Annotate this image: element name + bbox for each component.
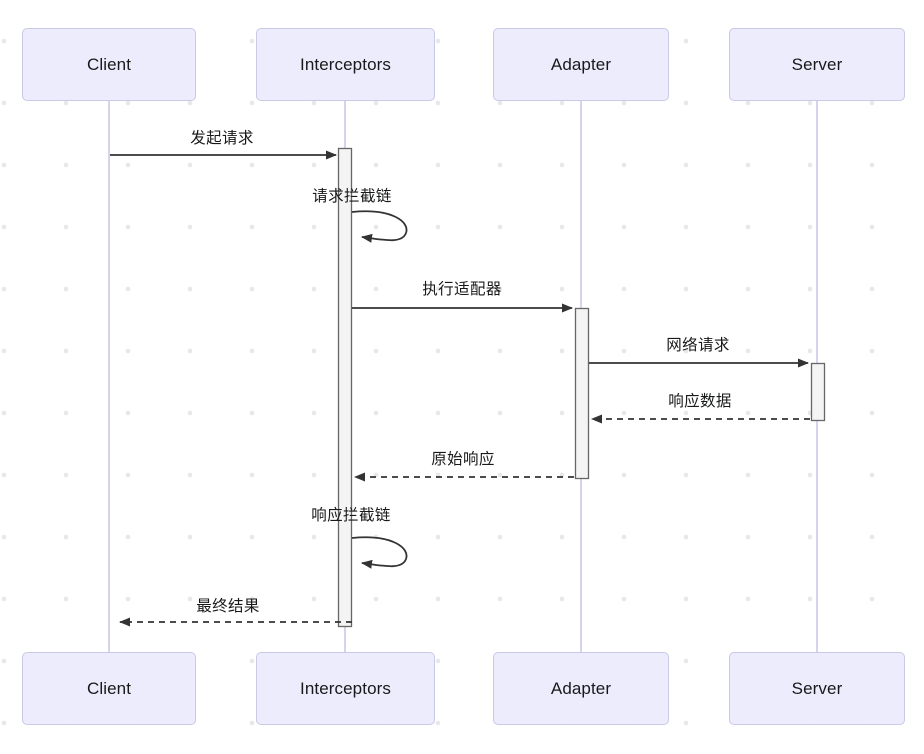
actor-label-server-top: Server	[791, 54, 843, 74]
activation-adapter	[574, 307, 590, 480]
actor-label-adapter-bottom: Adapter	[550, 678, 612, 698]
message-self-loop-响应拦截链	[351, 536, 408, 569]
actor-label-adapter-top: Adapter	[550, 54, 612, 74]
actor-box-adapter-top[interactable]: Adapter	[493, 28, 669, 101]
message-label-请求拦截链: 请求拦截链	[312, 188, 392, 205]
message-label-网络请求: 网络请求	[666, 337, 730, 354]
actor-label-server-bottom: Server	[791, 678, 843, 698]
actor-box-interceptors-top[interactable]: Interceptors	[256, 28, 435, 101]
message-label-最终结果: 最终结果	[196, 598, 260, 615]
lifelines	[108, 101, 818, 652]
actor-box-adapter-bottom[interactable]: Adapter	[493, 652, 669, 725]
message-label-响应数据: 响应数据	[668, 393, 732, 410]
message-label-发起请求: 发起请求	[190, 130, 254, 147]
actor-box-client-bottom[interactable]: Client	[22, 652, 196, 725]
actor-label-client-top: Client	[86, 54, 132, 74]
message-self-loop-请求拦截链	[351, 210, 408, 243]
actor-box-client-top[interactable]: Client	[22, 28, 196, 101]
message-label-原始响应: 原始响应	[431, 451, 495, 468]
actor-box-server-top[interactable]: Server	[729, 28, 905, 101]
activation-bars	[337, 147, 826, 628]
message-label-响应拦截链: 响应拦截链	[311, 507, 391, 524]
actor-box-server-bottom[interactable]: Server	[729, 652, 905, 725]
actor-label-interceptors-bottom: Interceptors	[300, 678, 391, 698]
actor-label-interceptors-top: Interceptors	[300, 54, 391, 74]
message-label-执行适配器: 执行适配器	[422, 281, 502, 298]
activation-server	[810, 362, 826, 422]
actor-label-client-bottom: Client	[86, 678, 132, 698]
activation-interceptors	[337, 147, 353, 628]
actor-box-interceptors-bottom[interactable]: Interceptors	[256, 652, 435, 725]
